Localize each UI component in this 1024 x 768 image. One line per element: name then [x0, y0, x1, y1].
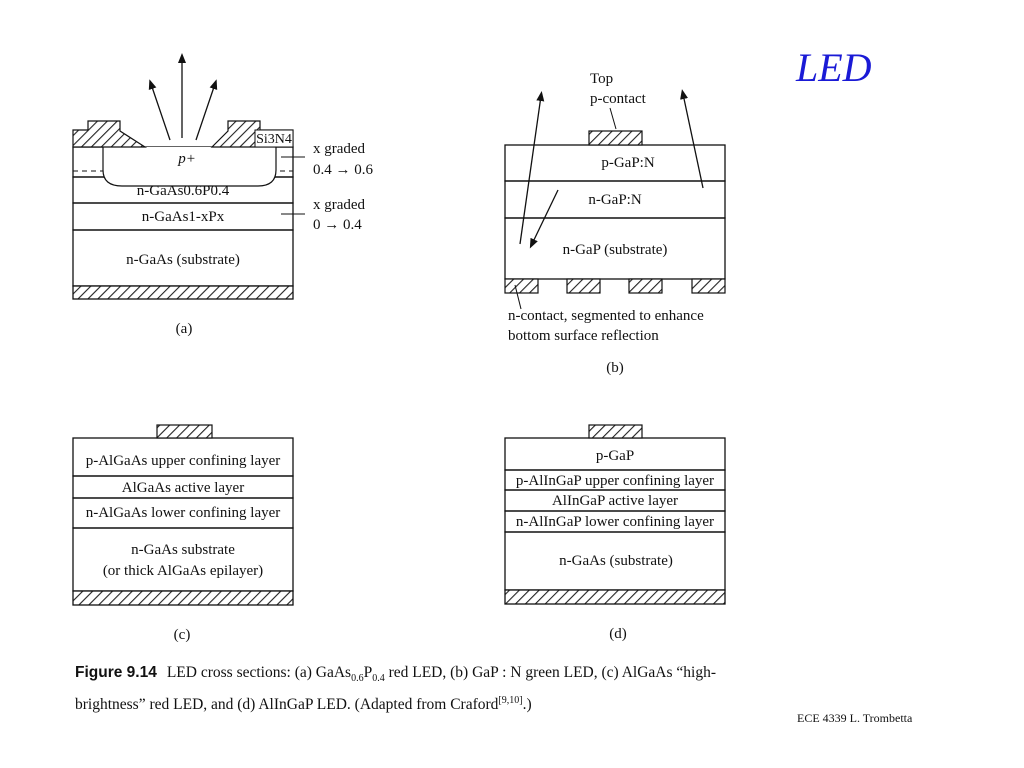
figure-caption-text-2: P	[363, 664, 373, 681]
diagram-b-bottom-leader	[514, 284, 522, 310]
figure-caption-sup-1: [9,10]	[498, 695, 523, 707]
diagram-c-layer-2-label: AlGaAs active layer	[122, 480, 244, 496]
diagram-c: p-AlGaAs upper confining layer AlGaAs ac…	[72, 424, 294, 643]
diagram-a-sub-label: (a)	[176, 321, 193, 337]
diagram-a-p-plus-label: p+	[177, 151, 196, 167]
diagram-a-annotation-2-line-2: 0 → 0.4	[313, 217, 362, 233]
diagram-d-layer-1-label: p-GaP	[596, 448, 634, 464]
figure-caption-text-1: LED cross sections: (a) GaAs	[166, 664, 352, 681]
diagram-a-si3n4-box	[254, 129, 294, 148]
diagram-b-layer-2-label: n-GaP:N	[588, 192, 641, 208]
diagram-a-arrow-right	[195, 79, 218, 141]
diagram-b-arrow-up-right	[680, 89, 704, 189]
diagram-b-top-contact	[588, 130, 643, 146]
diagram-a-annotation-2-line-1: x graded	[313, 197, 366, 213]
diagram-c-layer-3-label: n-AlGaAs lower confining layer	[86, 505, 281, 521]
diagram-b-bottom-contact-2	[566, 278, 601, 294]
diagram-b-bottom-contact-4	[691, 278, 726, 294]
diagram-a-layer-2-label: n-GaAs1-xPx	[142, 209, 225, 225]
diagram-b-top-contact-line-2: p-contact	[590, 91, 647, 107]
diagram-b-bottom-contact-1	[504, 278, 539, 294]
diagram-b-substrate	[504, 217, 726, 280]
diagram-d-bottom-contact	[504, 589, 726, 605]
diagram-b-bottom-contact-3	[628, 278, 663, 294]
diagram-d-layer-4-label: n-AlInGaP lower confining layer	[516, 514, 714, 530]
diagram-c-substrate	[72, 527, 294, 592]
diagram-d: p-GaP p-AlInGaP upper confining layer Al…	[504, 424, 726, 642]
diagram-c-sub-label: (c)	[174, 627, 191, 643]
diagram-b: Top p-contact p-GaP:N n-GaP:N n-GaP (sub…	[504, 71, 726, 376]
diagram-b-bottom-note-line-2: bottom surface reflection	[508, 328, 659, 344]
diagram-b-sub-label: (b)	[606, 360, 624, 376]
diagram-d-substrate-label: n-GaAs (substrate)	[559, 553, 673, 569]
diagram-a-p-plus-well	[102, 147, 277, 187]
diagram-a-layer-1-label: n-GaAs0.6P0.4	[137, 183, 230, 199]
figure-caption-text-3: red LED, (b) GaP : N green LED, (c) AlGa…	[75, 664, 716, 714]
figure-caption-text-4: .)	[522, 696, 532, 714]
diagram-b-top-leader	[609, 107, 617, 130]
diagram-a-arrow-left	[148, 79, 171, 141]
diagram-d-sub-label: (d)	[609, 626, 627, 642]
diagram-c-substrate-line-2: (or thick AlGaAs epilayer)	[103, 563, 263, 579]
diagram-d-layer-2-label: p-AlInGaP upper confining layer	[516, 473, 714, 489]
diagram-a-contact-left	[72, 120, 148, 148]
figure-caption-sub-2: 0.4	[372, 673, 385, 685]
figure-caption-label: Figure 9.14	[75, 664, 157, 681]
diagram-c-bottom-contact	[72, 590, 294, 606]
diagram-d-top-contact	[588, 424, 643, 439]
diagram-b-arrow-down	[529, 189, 559, 249]
slide-title: LED	[796, 45, 872, 90]
diagram-b-top-contact-line-1: Top	[590, 71, 613, 87]
diagram-a-substrate-label: n-GaAs (substrate)	[126, 252, 240, 268]
diagram-c-top-contact	[156, 424, 213, 439]
diagram-d-layer-3-label: AlInGaP active layer	[552, 493, 678, 509]
diagram-b-substrate-label: n-GaP (substrate)	[563, 242, 668, 258]
diagram-c-substrate-line-1: n-GaAs substrate	[131, 542, 235, 558]
slide-footer: ECE 4339 L. Trombetta	[797, 711, 913, 725]
diagram-a-si3n4-label: Si3N4	[256, 132, 292, 147]
diagram-b-arrow-up-left	[519, 91, 545, 245]
diagram-a-annotation-1-line-2: 0.4 → 0.6	[313, 162, 374, 178]
diagram-b-bottom-note-line-1: n-contact, segmented to enhance	[508, 308, 704, 324]
diagram-a: Si3N4 p+ n-GaAs0.6P0.4 n-GaAs1-xPx n-GaA…	[72, 53, 374, 337]
diagram-c-layer-1-label: p-AlGaAs upper confining layer	[86, 453, 281, 469]
figure-caption-sub-1: 0.6	[351, 673, 364, 685]
diagram-a-annotation-1-line-1: x graded	[313, 141, 366, 157]
diagram-b-layer-1-label: p-GaP:N	[601, 155, 654, 171]
diagram-a-bottom-contact	[72, 285, 294, 300]
